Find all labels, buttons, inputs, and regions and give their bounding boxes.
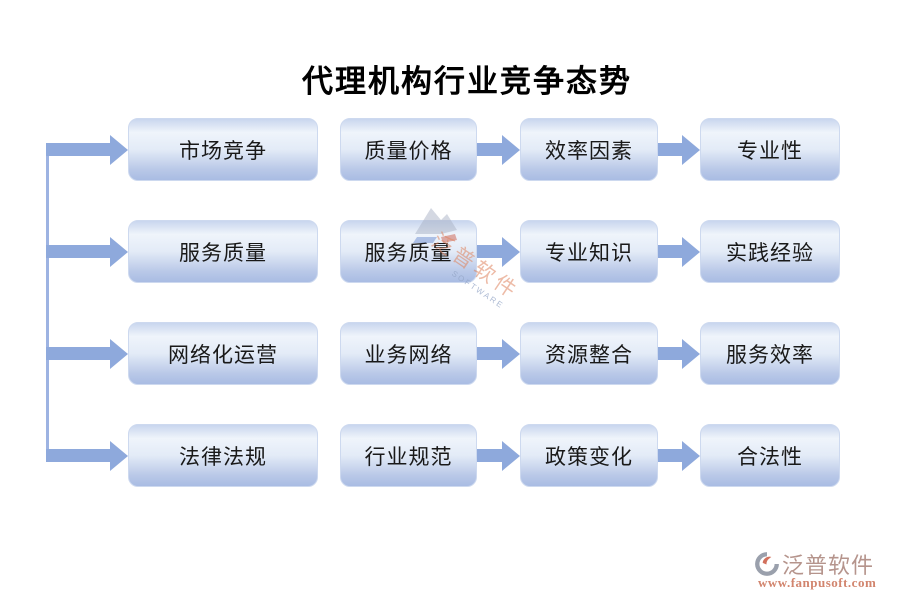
arrow-right-icon [658,135,700,165]
brand-name: 泛普软件 [782,553,875,578]
box-row4-col2: 行业规范 [340,424,477,487]
box-row3-col1: 网络化运营 [128,322,318,385]
box-row2-col2: 服务质量 [340,220,477,283]
box-row1-col2: 质量价格 [340,118,477,181]
arrow-right-icon [477,441,520,471]
brand-footer: 泛普软件 www.fanpusoft.com [752,548,887,592]
box-row3-col4: 服务效率 [700,322,840,385]
arrow-right-icon [658,441,700,471]
arrow-right-icon [46,237,128,267]
arrow-right-icon [46,441,128,471]
box-row4-col4: 合法性 [700,424,840,487]
arrow-right-icon [658,237,700,267]
box-row4-col3: 政策变化 [520,424,658,487]
arrow-right-icon [46,135,128,165]
brand-url: www.fanpusoft.com [758,575,877,590]
box-row3-col3: 资源整合 [520,322,658,385]
brand-logo-icon [755,552,779,576]
box-row1-col4: 专业性 [700,118,840,181]
box-row2-col3: 专业知识 [520,220,658,283]
box-row2-col1: 服务质量 [128,220,318,283]
box-row4-col1: 法律法规 [128,424,318,487]
box-row2-col4: 实践经验 [700,220,840,283]
box-row3-col2: 业务网络 [340,322,477,385]
diagram-title: 代理机构行业竞争态势 [302,64,632,99]
connector-line [46,148,49,458]
box-row1-col1: 市场竞争 [128,118,318,181]
arrow-right-icon [46,339,128,369]
box-row1-col3: 效率因素 [520,118,658,181]
arrow-right-icon [477,135,520,165]
arrow-right-icon [477,237,520,267]
arrow-right-icon [477,339,520,369]
arrow-right-icon [658,339,700,369]
